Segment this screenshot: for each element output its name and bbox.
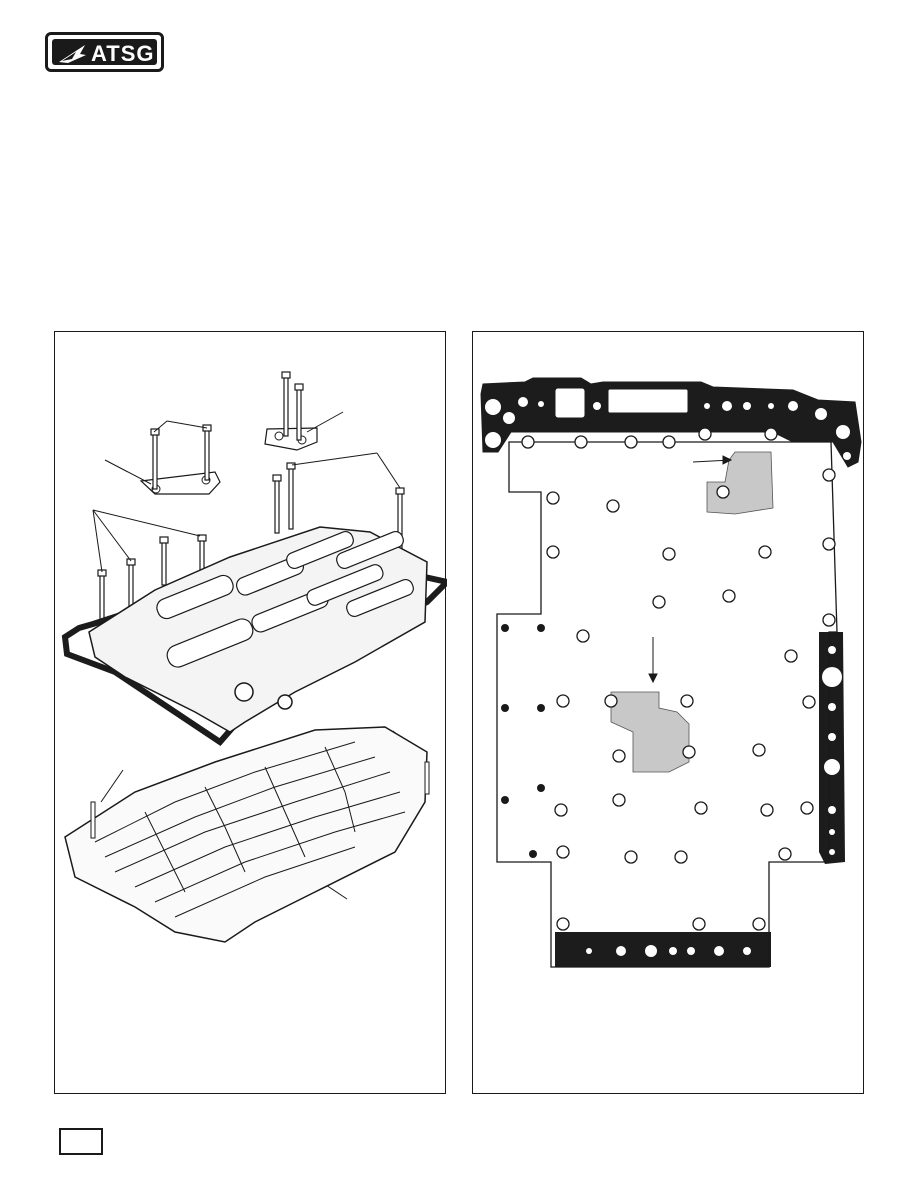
- logo-text: ATSG: [91, 41, 155, 66]
- logo-badge: ATSG: [52, 39, 157, 66]
- separator-plate-view: [472, 331, 864, 1094]
- plane-icon: [59, 45, 86, 63]
- atsg-logo: ATSG: [45, 32, 164, 72]
- valve-body-illustration: [61, 371, 447, 943]
- page-number-box: [59, 1128, 103, 1155]
- valve-body-exploded-view: [54, 331, 447, 1094]
- separator-plate-illustration: [480, 377, 862, 968]
